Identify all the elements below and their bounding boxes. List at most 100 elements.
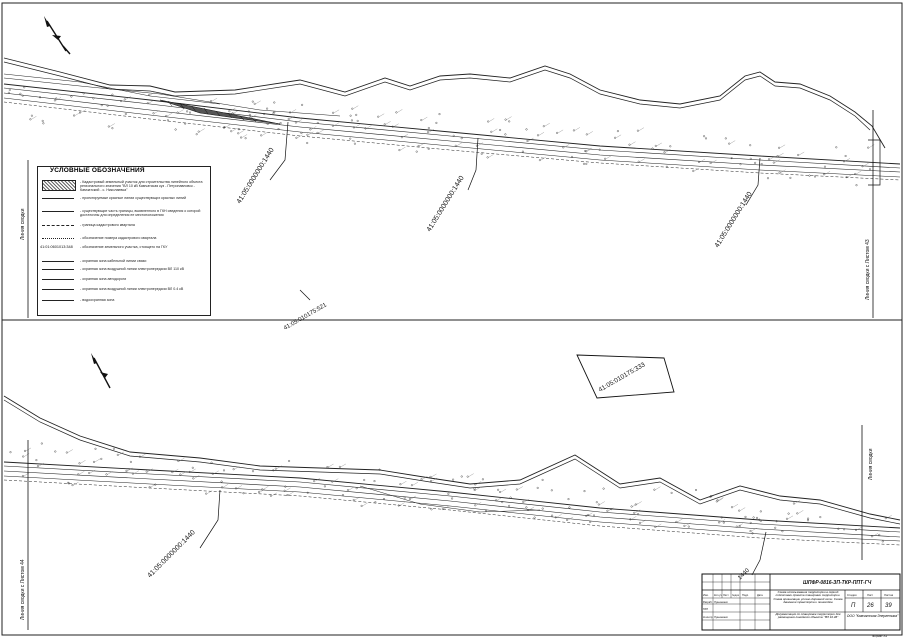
- survey-point: [855, 184, 858, 187]
- survey-point: [284, 485, 287, 488]
- survey-point: [363, 479, 366, 482]
- survey-point-tick: [24, 453, 30, 457]
- survey-point-tick: [31, 116, 37, 120]
- survey-point: [349, 137, 352, 140]
- survey-point: [843, 160, 846, 163]
- legend-item-text: - охранная зона воздушной линии электроп…: [80, 267, 184, 271]
- survey-point: [210, 100, 213, 103]
- survey-point: [351, 107, 354, 110]
- legend-symbol-thick-line: [42, 279, 74, 280]
- survey-point: [585, 162, 588, 165]
- survey-point: [231, 112, 234, 115]
- survey-point: [731, 506, 734, 509]
- survey-point: [332, 111, 335, 114]
- survey-point: [331, 124, 334, 127]
- survey-point-tick: [665, 149, 671, 153]
- survey-point: [639, 521, 642, 524]
- survey-point: [703, 135, 706, 138]
- survey-point-tick: [740, 507, 746, 511]
- survey-point-tick: [147, 468, 153, 472]
- survey-point-tick: [212, 97, 218, 102]
- survey-point: [598, 148, 601, 151]
- survey-point: [78, 111, 81, 114]
- survey-point-tick: [655, 486, 661, 490]
- survey-point: [188, 111, 191, 114]
- legend-title: УСЛОВНЫЕ ОБОЗНАЧЕНИЯ: [50, 167, 145, 174]
- survey-point-tick: [297, 134, 303, 138]
- survey-point: [377, 115, 380, 118]
- survey-point-tick: [844, 158, 851, 162]
- survey-point: [585, 150, 588, 153]
- corridor-lines-upper: [3, 73, 901, 181]
- survey-point: [884, 517, 887, 520]
- survey-point: [166, 119, 169, 122]
- survey-point: [53, 99, 56, 102]
- survey-point: [355, 487, 358, 490]
- survey-point: [572, 129, 575, 132]
- survey-point: [481, 478, 484, 481]
- survey-point-tick: [639, 158, 645, 162]
- survey-point-tick: [869, 144, 875, 148]
- survey-point-tick: [239, 130, 245, 134]
- survey-point: [602, 487, 605, 490]
- survey-point: [593, 514, 596, 517]
- survey-point: [718, 521, 721, 524]
- survey-point-tick: [717, 498, 723, 502]
- survey-point: [480, 152, 483, 155]
- survey-point-tick: [635, 509, 641, 513]
- survey-point: [447, 492, 450, 495]
- survey-point: [452, 134, 455, 137]
- match-label-upper-left: Линия сводки: [20, 208, 26, 240]
- legend-symbol-thin-line: [42, 198, 74, 199]
- survey-point: [100, 104, 103, 107]
- survey-point: [22, 455, 25, 458]
- survey-point: [148, 486, 151, 489]
- survey-point-tick: [296, 119, 302, 123]
- survey-point: [451, 497, 454, 500]
- survey-point-tick: [340, 463, 346, 468]
- survey-point: [508, 120, 511, 123]
- survey-point: [751, 532, 754, 535]
- survey-point: [399, 483, 402, 486]
- survey-point: [759, 519, 762, 522]
- survey-point-tick: [399, 502, 405, 506]
- survey-point-tick: [230, 108, 236, 112]
- legend-box: [37, 166, 211, 316]
- survey-point-tick: [90, 469, 96, 474]
- survey-point: [177, 460, 180, 463]
- survey-point-tick: [263, 486, 269, 490]
- survey-point: [749, 530, 752, 533]
- survey-point: [398, 149, 401, 152]
- survey-point: [738, 525, 741, 528]
- stamp-col-stage: Стадия: [847, 593, 857, 597]
- survey-point-tick: [67, 449, 73, 453]
- survey-point-tick: [872, 533, 879, 537]
- survey-point-tick: [259, 488, 266, 493]
- survey-point: [730, 157, 733, 160]
- survey-point: [797, 153, 800, 156]
- survey-point: [274, 467, 277, 470]
- survey-point-tick: [730, 140, 736, 144]
- survey-point: [844, 154, 847, 157]
- survey-point: [19, 92, 22, 95]
- legend-symbol-dash-line: [42, 225, 74, 226]
- survey-point: [796, 512, 799, 515]
- survey-point: [301, 103, 304, 106]
- survey-point: [29, 118, 32, 121]
- survey-point: [146, 102, 149, 105]
- survey-point: [533, 516, 536, 519]
- survey-point: [234, 487, 237, 490]
- survey-point: [792, 502, 795, 505]
- survey-point-tick: [333, 122, 339, 126]
- stamp-sheets: 39: [885, 603, 892, 609]
- survey-point-tick: [632, 503, 638, 507]
- survey-points-upper: [7, 86, 875, 187]
- survey-point: [522, 500, 525, 503]
- survey-point-tick: [656, 523, 662, 528]
- survey-point: [669, 145, 672, 148]
- survey-point-tick: [492, 128, 498, 132]
- survey-point: [654, 144, 657, 147]
- survey-point-tick: [308, 131, 314, 135]
- survey-point: [373, 480, 376, 483]
- stamp-name-1: Лукьяненко: [714, 600, 728, 604]
